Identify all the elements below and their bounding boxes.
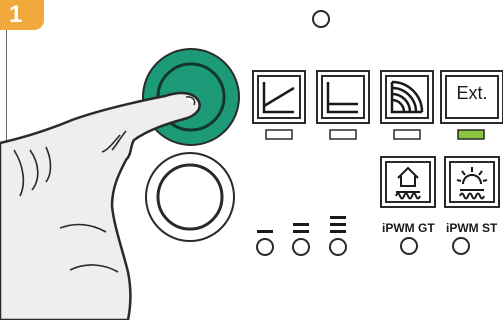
- step-badge: 1: [0, 0, 44, 30]
- pointing-hand: [0, 93, 200, 320]
